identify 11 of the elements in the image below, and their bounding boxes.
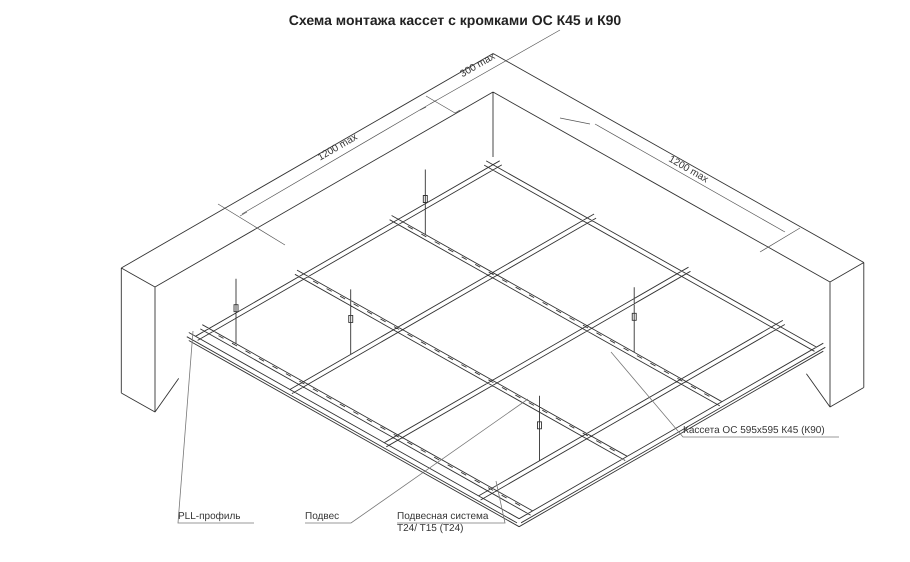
leader-line	[610, 352, 840, 438]
leader-line	[304, 398, 528, 524]
callout-label: Кассета ОС 595х595 К45 (К90)	[683, 425, 826, 437]
callout-label: Подвесная система T24/ T15 (T24)	[397, 511, 490, 535]
leader-line	[396, 480, 506, 524]
dimension-label: 300 max	[458, 51, 498, 81]
dimension-label: 1200 max	[666, 154, 710, 186]
leader-line	[178, 330, 254, 524]
callout-label: Подвес	[305, 511, 340, 523]
callout-label: PLL-профиль	[178, 511, 242, 523]
diagram-title: Схема монтажа кассет с кромками ОС К45 и К90	[288, 11, 622, 30]
